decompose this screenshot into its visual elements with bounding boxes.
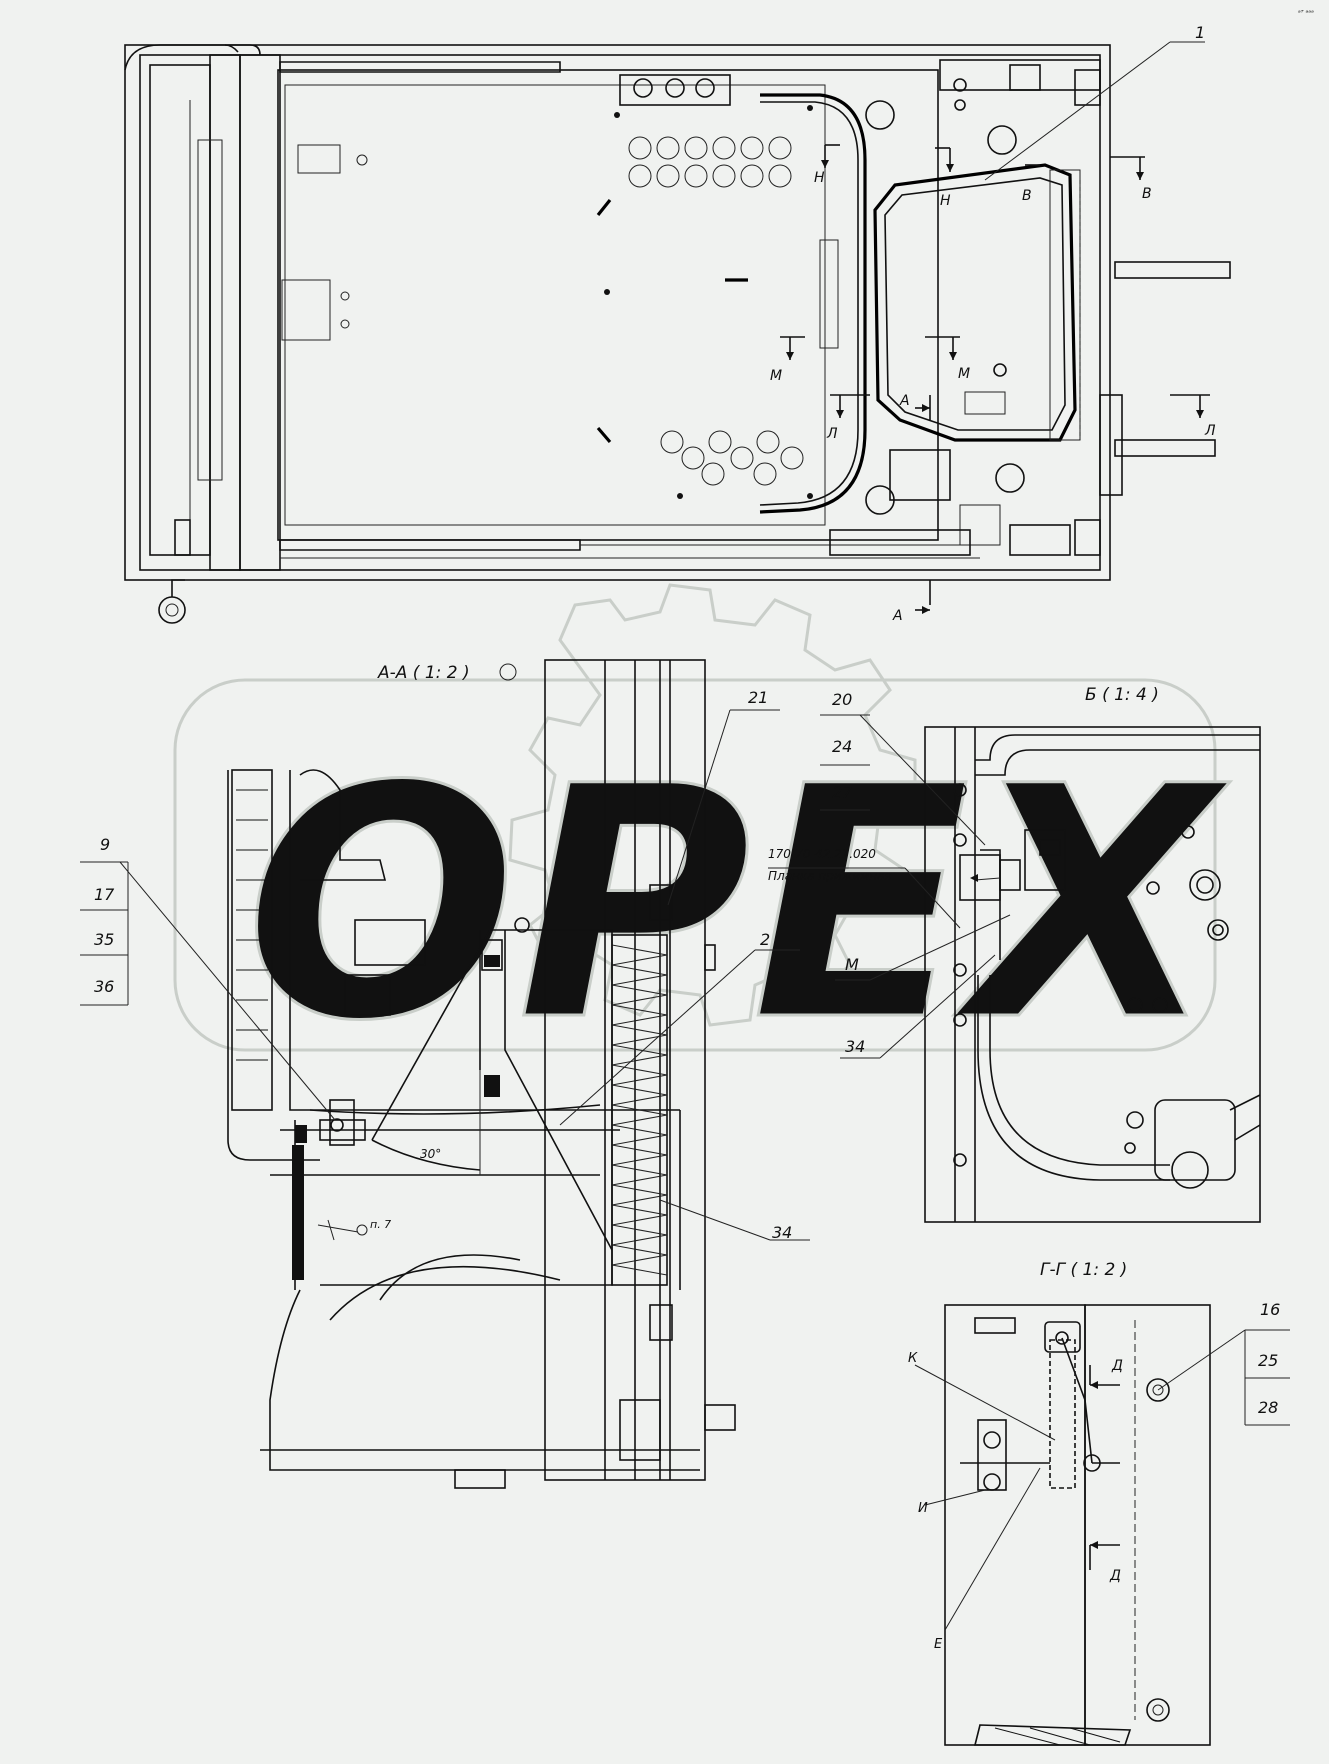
section-aa-title: А-А ( 1: 2 ) [377,663,470,683]
position-label-9: 9 [100,835,110,854]
position-label-34: 34 [772,1223,792,1242]
position-label-16: 16 [1260,1300,1280,1319]
view-b-title: Б ( 1: 4 ) [1085,685,1159,705]
section-label-h1: Н [814,170,825,186]
angle-label: 30° [420,1147,441,1161]
view-b-position-stack: 20 24 27 [820,690,986,846]
position-label-27: 27 [832,783,853,802]
position-label-20: 20 [832,690,852,709]
label-d-top: Д [1111,1358,1123,1374]
section-label-l1: Л [826,426,838,442]
label-e: Е [934,1637,943,1652]
section-mark-h-left: Н [814,144,840,186]
position-label-35: 35 [94,930,114,949]
position-label-21: 21 [748,688,768,707]
watermark-text: OPEX [245,719,1230,1091]
label-d-bottom: Д [1109,1568,1121,1584]
position-label-28: 28 [1258,1398,1278,1417]
label-k: К [908,1351,918,1366]
section-label-b1: В [1022,188,1032,204]
position-stack-left: 9 17 35 36 [80,835,336,1121]
section-mark-b-left: В [1022,164,1040,204]
section-mark-m-left: М [770,336,805,384]
section-label-l2: Л [1204,423,1216,439]
view-b: Б ( 1: 4 ) [768,685,1261,1223]
watermark-logo: OPEX [173,583,1232,1093]
view-b-mark: М [845,955,859,974]
weld-label: п. 7 [370,1218,391,1231]
section-mark-h-right: Н [935,147,954,209]
section-gg-title: Г-Г ( 1: 2 ) [1040,1260,1127,1280]
part-number: 170-70-42.21.020 [768,847,876,861]
label-i: И [918,1501,928,1516]
section-label-h2: Н [940,193,951,209]
section-label-b2: В [1142,186,1152,202]
section-aa: А-А ( 1: 2 ) [80,659,810,1489]
hatch-left-wall [236,789,268,1061]
section-mark-b-right: В [1110,156,1152,202]
section-mark-m-right: М [925,336,970,382]
hole-grid-upper [628,136,792,188]
hole-grid-lower [660,430,804,486]
section-label-a2: А [892,608,903,624]
position-label-36: 36 [94,977,114,996]
view-b-position-34: 34 [845,1037,865,1056]
position-label-24: 24 [832,737,852,756]
part-name: Планка прижимная [768,869,892,883]
section-mark-l-left: Л [826,394,870,442]
section-label-m1: М [770,368,782,384]
position-label-1: 1 [1195,23,1205,42]
section-mark-l-right: Л [1170,394,1216,439]
position-label-2: 2 [760,930,770,949]
position-leaders-right: 21 2 34 [559,688,810,1242]
section-gg: Г-Г ( 1: 2 ) Д Д [908,1260,1290,1746]
position-label-17: 17 [94,885,115,904]
top-view-assembly: Н Н В В М М [124,23,1231,624]
position-label-25: 25 [1258,1351,1278,1370]
section-mark-a-top: А [899,393,931,420]
section-label-m2: М [958,366,970,382]
section-gg-position-stack: 16 25 28 [1157,1300,1290,1426]
section-mark-a-bottom: А [892,580,931,624]
section-label-a1: А [899,393,910,409]
corner-stamp: ᵃᵀ ᵃᵃᵃ [1298,9,1314,17]
